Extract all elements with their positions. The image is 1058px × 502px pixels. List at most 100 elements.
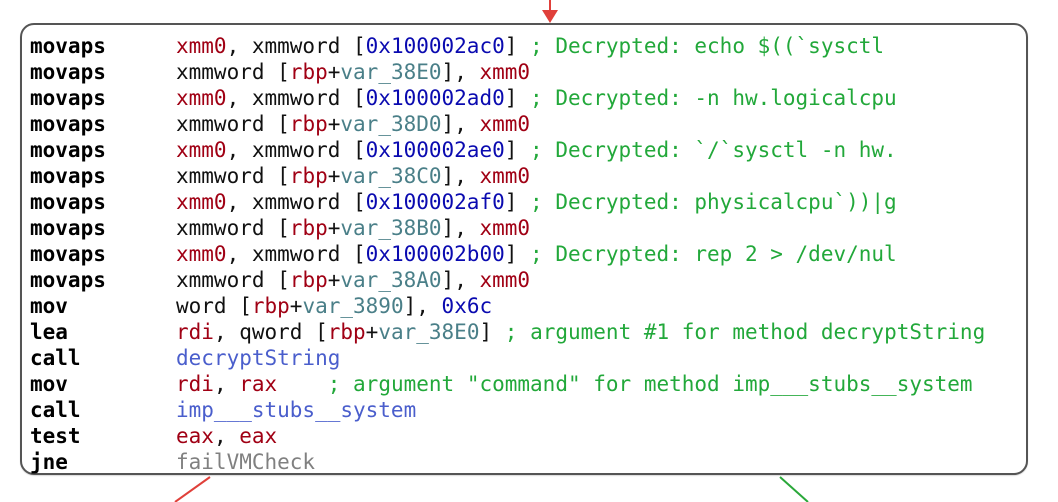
operands: rdi, rax ; argument "command" for method… [176,371,973,397]
operand-text: , xmmword [ [226,86,366,110]
register: rbp [289,268,328,292]
operand-text: word [ [176,294,252,318]
operands: xmmword [rbp+var_38E0], xmm0 [176,59,530,85]
operand-text: ] [504,138,531,162]
immediate-value[interactable]: 0x100002ae0 [365,138,505,162]
immediate-value[interactable]: 0x100002b00 [365,242,505,266]
stack-variable[interactable]: var_38E0 [340,60,442,84]
stack-variable[interactable]: var_38B0 [340,216,442,240]
operands: eax, eax [176,423,277,449]
operand-text: ], [441,112,480,136]
operand-text: , qword [ [213,320,328,344]
operands: word [rbp+var_3890], 0x6c [176,293,492,319]
operands: xmm0, xmmword [0x100002b00] ; Decrypted:… [176,241,897,267]
operands: xmmword [rbp+var_38A0], xmm0 [176,267,530,293]
mnemonic: lea [30,320,68,344]
operand-text: , xmmword [ [226,138,366,162]
register: rbp [289,112,328,136]
operands: imp___stubs__system [176,397,416,423]
comment: ; Decrypted: `/`sysctl -n hw. [530,138,897,162]
register: xmm0 [176,242,227,266]
register: xmm0 [479,164,531,188]
register: rbp [327,320,366,344]
operand-text: , [213,372,240,396]
mnemonic: mov [30,294,68,318]
comment: ; argument "command" for method imp___st… [327,372,973,396]
mnemonic: movaps [30,190,106,214]
mnemonic: movaps [30,86,106,110]
register: rdi [176,372,214,396]
register: rbp [289,216,328,240]
register: xmm0 [176,34,227,58]
comment: ; argument #1 for method decryptString [504,320,986,344]
operand-text: ] [504,190,531,214]
operands: xmmword [rbp+var_38C0], xmm0 [176,163,530,189]
register: xmm0 [479,60,531,84]
fallthrough-edge [779,476,809,502]
stack-variable[interactable]: var_38E0 [378,320,480,344]
operand-text: ] [504,242,531,266]
incoming-edge [542,0,558,23]
operand-text: , xmmword [ [226,190,366,214]
mnemonic: movaps [30,216,106,240]
immediate-value[interactable]: 0x100002af0 [365,190,505,214]
function-reference[interactable]: imp___stubs__system [176,398,417,422]
branch-label[interactable]: failVMCheck [176,450,316,474]
stack-variable[interactable]: var_38C0 [340,164,442,188]
operand-text: + [327,164,341,188]
operand-text: xmmword [ [176,216,290,240]
register: xmm0 [479,216,531,240]
stack-variable[interactable]: var_38A0 [340,268,442,292]
operands: xmm0, xmmword [0x100002af0] ; Decrypted:… [176,189,897,215]
operand-text: ] [504,34,531,58]
stack-variable[interactable]: var_3890 [302,294,404,318]
immediate-value[interactable]: 0x100002ac0 [365,34,505,58]
immediate-value[interactable]: 0x6c [441,294,493,318]
operand-text: ], [441,60,480,84]
operands: xmmword [rbp+var_38B0], xmm0 [176,215,530,241]
mnemonic: mov [30,372,68,396]
arrow-down-icon [542,10,558,23]
register: rbp [289,164,328,188]
branch-taken-edge [174,476,211,502]
function-reference[interactable]: decryptString [176,346,341,370]
mnemonic: movaps [30,268,106,292]
mnemonic: movaps [30,164,106,188]
operand-text: ], [441,164,480,188]
comment: ; Decrypted: echo $((`sysctl [530,34,885,58]
mnemonic: call [30,398,81,422]
mnemonic: movaps [30,242,106,266]
operands: rdi, qword [rbp+var_38E0] ; argument #1 … [176,319,985,345]
mnemonic: test [30,424,81,448]
operand-text: ], [403,294,442,318]
immediate-value[interactable]: 0x100002ad0 [365,86,505,110]
operand-text: xmmword [ [176,60,290,84]
operands: xmm0, xmmword [0x100002ac0] ; Decrypted:… [176,33,884,59]
register: xmm0 [176,138,227,162]
operand-text: ] [479,320,505,344]
operand-text: xmmword [ [176,268,290,292]
comment: ; Decrypted: physicalcpu`))|g [530,190,897,214]
register: rax [239,372,278,396]
register: rbp [251,294,290,318]
operand-text: + [365,320,379,344]
operand-text [277,372,328,396]
operand-text: xmmword [ [176,112,290,136]
register: xmm0 [479,268,531,292]
register: rbp [289,60,328,84]
stack-variable[interactable]: var_38D0 [340,112,442,136]
operands: xmm0, xmmword [0x100002ad0] ; Decrypted:… [176,85,897,111]
comment: ; Decrypted: rep 2 > /dev/nul [530,242,897,266]
register: rdi [176,320,214,344]
register: xmm0 [176,86,227,110]
operands: failVMCheck [176,449,315,475]
mnemonic: movaps [30,34,106,58]
mnemonic: call [30,346,81,370]
operand-text: + [327,60,341,84]
register: xmm0 [176,190,227,214]
operand-text: , xmmword [ [226,34,366,58]
operand-text: , xmmword [ [226,242,366,266]
operands: xmmword [rbp+var_38D0], xmm0 [176,111,530,137]
operand-text: ], [441,216,480,240]
